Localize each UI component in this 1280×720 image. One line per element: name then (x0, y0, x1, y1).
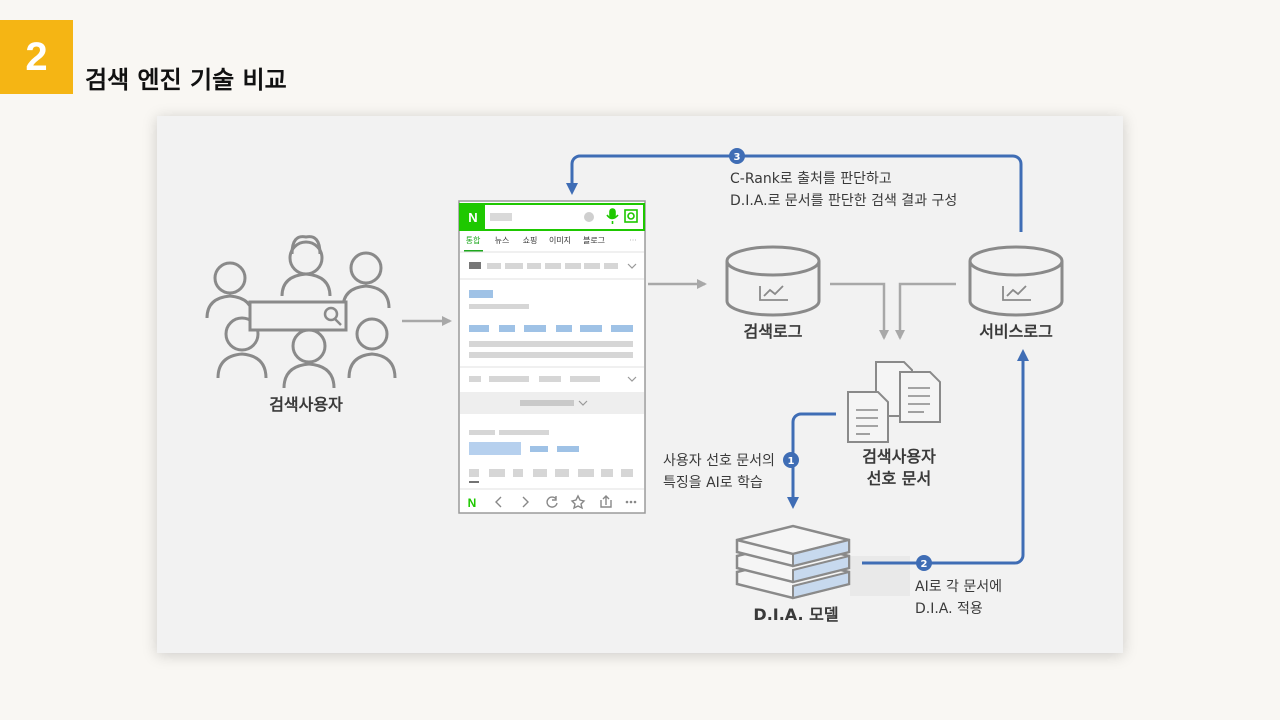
camera-icon (624, 209, 638, 223)
search-result-phone: N 통합 뉴스 쇼핑 이미지 블로그 ··· (458, 200, 646, 514)
step2-number: 2 (921, 559, 928, 570)
dia-model-icon (735, 524, 910, 600)
arrow-step1 (787, 412, 836, 509)
step1-text-line1: 사용자 선호 문서의 (663, 453, 775, 469)
more-icon[interactable] (625, 500, 637, 504)
slide-title: 검색 엔진 기술 비교 (85, 66, 287, 94)
preferred-docs-label-line1: 검색사용자 (862, 447, 936, 466)
step2-text-line1: AI로 각 문서에 (915, 579, 1002, 595)
arrow-step2 (862, 349, 1029, 565)
person-icon (341, 251, 391, 309)
person-icon (282, 328, 336, 389)
step2-text-line2: D.I.A. 적용 (915, 601, 983, 617)
back-icon[interactable] (495, 496, 502, 508)
step3-text-line1: C-Rank로 출처를 판단하고 (730, 171, 892, 187)
tab-news[interactable]: 뉴스 (495, 236, 510, 245)
tab-total[interactable]: 통합 (466, 236, 481, 245)
person-icon (205, 261, 255, 319)
step2-badge (916, 555, 932, 571)
naver-logo: N (468, 210, 477, 225)
search-log-database-icon (725, 245, 821, 317)
search-users-label: 검색사용자 (269, 395, 343, 414)
arrow-searchlog-to-docs (830, 282, 889, 340)
step1-text-line2: 특징을 AI로 학습 (663, 475, 763, 491)
clear-icon (584, 212, 594, 222)
chevron-down-icon (578, 400, 588, 406)
mic-icon (606, 208, 619, 224)
arrow-step3 (566, 154, 1023, 232)
person-icon (280, 235, 332, 297)
service-log-label: 서비스로그 (979, 322, 1053, 341)
share-icon[interactable] (600, 495, 612, 508)
slide-number-badge: 2 (0, 20, 73, 94)
forward-icon[interactable] (522, 496, 529, 508)
dia-model-label: D.I.A. 모델 (753, 605, 838, 624)
search-bar-icon (248, 300, 348, 332)
chevron-down-icon (627, 263, 637, 269)
tab-images[interactable]: 이미지 (549, 235, 571, 245)
refresh-icon[interactable] (546, 496, 558, 508)
person-icon (347, 317, 397, 379)
step3-badge (729, 148, 745, 164)
chevron-down-icon (627, 376, 637, 382)
service-log-database-icon (968, 245, 1064, 317)
step3-number: 3 (734, 152, 741, 163)
preferred-docs-label-line2: 선호 문서 (867, 469, 931, 488)
step1-badge (783, 452, 799, 468)
arrow-servicelog-to-docs (895, 282, 956, 340)
tab-blog[interactable]: 블로그 (583, 235, 605, 245)
step3-text-line2: D.I.A.로 문서를 판단한 검색 결과 구성 (730, 193, 957, 209)
naver-bottom-logo: N (468, 496, 477, 510)
tab-more[interactable]: ··· (629, 236, 637, 245)
documents-icon (847, 361, 941, 443)
star-icon[interactable] (570, 494, 586, 510)
tab-shopping[interactable]: 쇼핑 (523, 235, 538, 245)
search-log-label: 검색로그 (744, 322, 803, 341)
step1-number: 1 (788, 456, 795, 467)
person-icon (216, 316, 268, 379)
